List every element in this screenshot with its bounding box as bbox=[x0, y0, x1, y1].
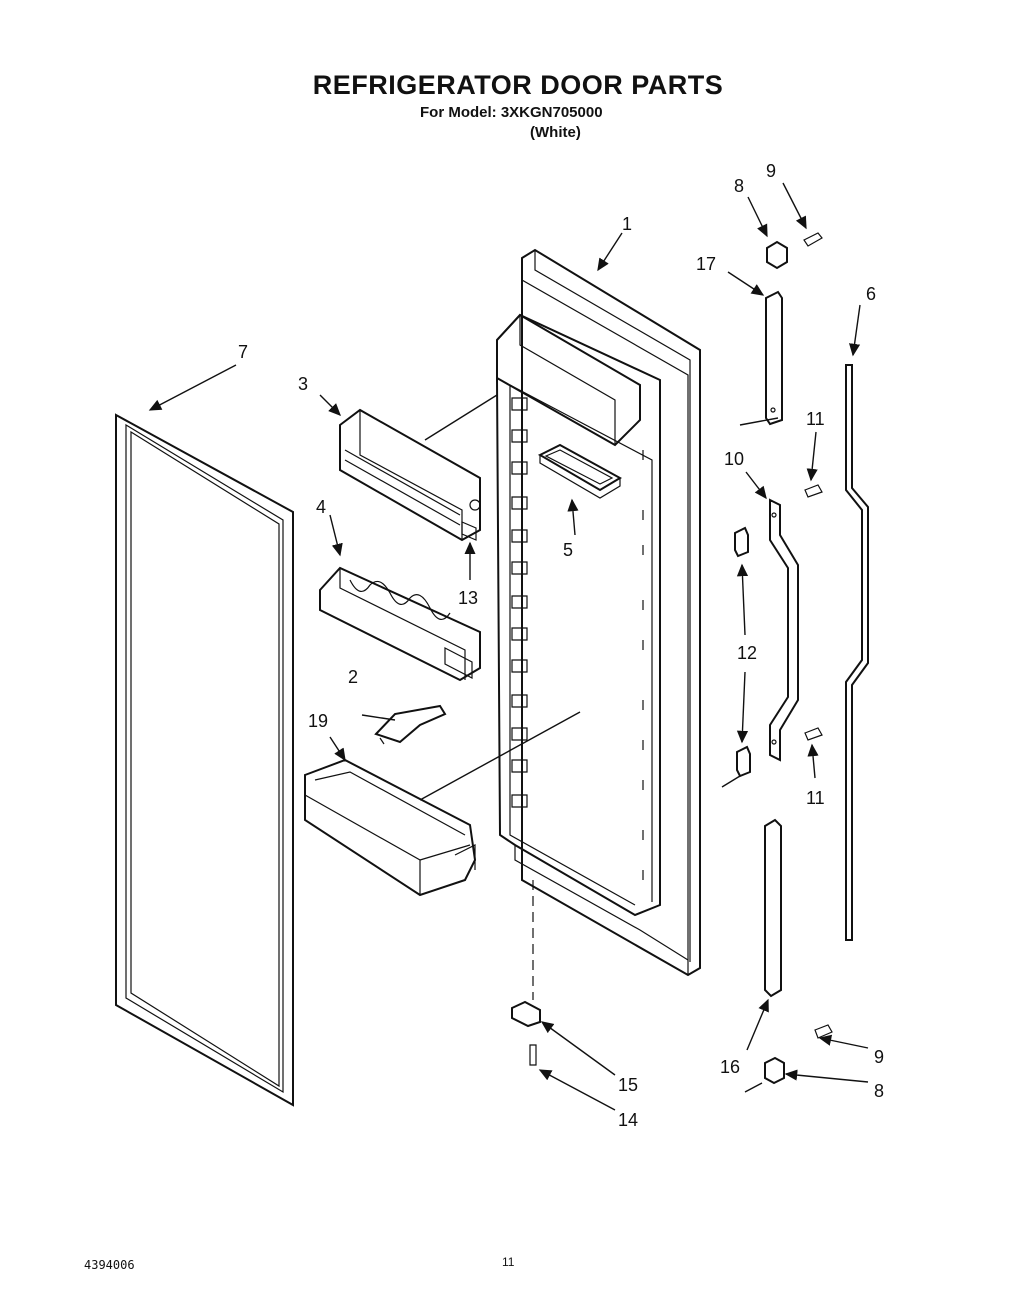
callout-12: 12 bbox=[737, 643, 757, 663]
end-cap-part-12-top bbox=[734, 526, 749, 558]
callout-1: 1 bbox=[622, 214, 632, 234]
callout-8-bottom: 8 bbox=[874, 1081, 884, 1101]
callout-5: 5 bbox=[563, 540, 573, 560]
callout-14: 14 bbox=[618, 1110, 638, 1130]
callout-16: 16 bbox=[720, 1057, 740, 1077]
callout-15: 15 bbox=[618, 1075, 638, 1095]
leader-lines bbox=[148, 182, 869, 1111]
end-cap-part-12-bottom bbox=[736, 745, 751, 778]
screw-part-11-top bbox=[804, 484, 823, 498]
color-line: (White) bbox=[530, 124, 581, 141]
small-tray-part-5 bbox=[537, 443, 623, 499]
callout-19: 19 bbox=[308, 711, 328, 731]
bottom-hinge-part-15 bbox=[511, 1000, 541, 1028]
callout-3: 3 bbox=[298, 374, 308, 394]
hinge-part-8-top bbox=[766, 240, 788, 270]
callout-11-bottom: 11 bbox=[806, 788, 825, 808]
dairy-compartment-part-3 bbox=[339, 408, 481, 542]
callout-6: 6 bbox=[866, 284, 876, 304]
callout-7: 7 bbox=[238, 342, 248, 362]
callout-9-top: 9 bbox=[766, 161, 776, 181]
door-handle-part-10 bbox=[769, 498, 799, 762]
egg-tray-part-4 bbox=[319, 566, 481, 682]
document-number: 4394006 bbox=[84, 1258, 135, 1272]
screw-part-14 bbox=[529, 1044, 537, 1066]
screw-part-11-bottom bbox=[804, 727, 823, 741]
callout-17: 17 bbox=[696, 254, 716, 274]
callout-4: 4 bbox=[316, 497, 326, 517]
door-bin-part-19 bbox=[304, 758, 477, 897]
callout-8-top: 8 bbox=[734, 176, 744, 196]
callout-9-bottom: 9 bbox=[874, 1047, 884, 1067]
callout-10: 10 bbox=[724, 449, 744, 469]
hinge-part-8-bottom bbox=[764, 1056, 785, 1085]
model-line: For Model: 3XKGN705000 bbox=[420, 104, 603, 121]
gasket-strip-part-6 bbox=[845, 364, 869, 941]
callout-13: 13 bbox=[458, 588, 478, 608]
screw-part-9-bottom bbox=[814, 1024, 833, 1039]
page-title: REFRIGERATOR DOOR PARTS bbox=[312, 70, 724, 100]
door-liner-part-1 bbox=[496, 248, 701, 977]
hinge-cover-part-16 bbox=[764, 818, 782, 998]
callout-11-top: 11 bbox=[806, 409, 825, 429]
hinge-cover-part-17 bbox=[765, 290, 783, 426]
page-number: 11 bbox=[502, 1255, 515, 1269]
screw-part-9-top bbox=[803, 232, 823, 247]
pin-part-13 bbox=[461, 521, 477, 541]
door-gasket-part-7 bbox=[115, 413, 294, 1107]
callout-2: 2 bbox=[348, 667, 358, 687]
bracket-part-2 bbox=[374, 704, 447, 745]
